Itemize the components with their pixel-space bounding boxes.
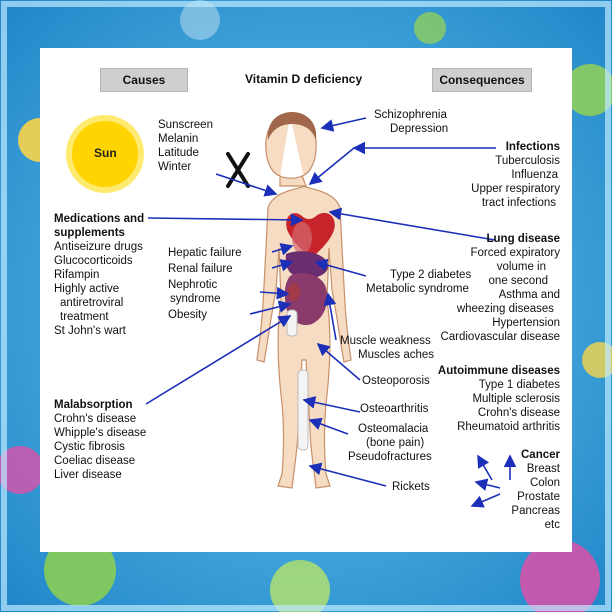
medications-title-line1: Medications and (54, 213, 145, 225)
lung-item: Forced expiratory (470, 247, 560, 259)
lung-item: Cardiovascular disease (440, 331, 560, 343)
consequence-muscle-weakness: Muscle weakness (340, 335, 431, 347)
sun-cause-latitude: Latitude (158, 147, 199, 159)
cancer-item: Colon (529, 477, 560, 489)
consequence-arrows (302, 117, 517, 508)
infection-item: tract infections (481, 197, 556, 209)
lungs (292, 222, 312, 254)
diagram-card: Causes Vitamin D deficiency Consequences (40, 48, 572, 552)
lung-item: volume in (496, 261, 546, 273)
infection-item: Influenza (511, 169, 558, 181)
consequence-osteoporosis: Osteoporosis (362, 375, 430, 387)
cancer-item: Prostate (517, 491, 560, 503)
medication-item: antiretroviral (60, 297, 124, 309)
consequence-muscle-aches: Muscles aches (358, 349, 435, 361)
leg-bone (297, 369, 309, 451)
cancer-item: Pancreas (511, 505, 560, 517)
kidney (288, 283, 300, 301)
hair (267, 112, 317, 140)
organ-cause-obesity: Obesity (168, 309, 207, 321)
lung-item: one second (488, 275, 548, 287)
consequence-type2-diabetes: Type 2 diabetes (390, 269, 472, 281)
sun-label: Sun (94, 146, 117, 160)
lung-item: Hypertension (492, 317, 560, 329)
causes-header: Causes (100, 68, 188, 92)
consequence-osteomalacia: Osteomalacia (358, 423, 429, 435)
infection-item: Upper respiratory (471, 183, 560, 195)
organ-cause-syndrome: syndrome (170, 293, 221, 305)
cancer-title: Cancer (521, 449, 560, 461)
consequence-rickets: Rickets (392, 481, 430, 493)
organ-cause-hepatic: Hepatic failure (168, 247, 242, 259)
sun-cause-melanin: Melanin (158, 133, 199, 145)
infection-item: Tuberculosis (495, 155, 560, 167)
organ-cause-renal: Renal failure (168, 263, 233, 275)
organ-cause-nephrotic: Nephrotic (168, 279, 218, 291)
autoimmune-item: Crohn's disease (477, 407, 560, 419)
autoimmune-title: Autoimmune diseases (437, 365, 560, 377)
malabsorption-item: Liver disease (54, 469, 122, 481)
lung-item: Asthma and (498, 289, 560, 301)
medication-item: Glucocorticoids (54, 255, 133, 267)
sun-icon (66, 115, 144, 193)
x-mark-icon (226, 152, 250, 188)
cancer-item: etc (544, 519, 560, 531)
autoimmune-item: Rheumatoid arthritis (457, 421, 560, 433)
consequence-pseudofractures: Pseudofractures (348, 451, 432, 463)
consequence-schizophrenia: Schizophrenia (374, 109, 447, 121)
malabsorption-item: Coeliac disease (54, 455, 136, 467)
autoimmune-item: Multiple sclerosis (472, 393, 560, 405)
autoimmune-item: Type 1 diabetes (478, 379, 560, 391)
infections-title: Infections (505, 141, 560, 153)
consequence-osteoarthritis: Osteoarthritis (360, 403, 429, 415)
consequence-depression: Depression (390, 123, 449, 135)
malabsorption-title: Malabsorption (54, 399, 133, 411)
cause-arrows (145, 173, 304, 405)
liver (285, 251, 329, 279)
sun-cause-sunscreen: Sunscreen (158, 119, 213, 131)
medication-item: treatment (60, 311, 109, 323)
malabsorption-item: Crohn's disease (54, 413, 137, 425)
lung-disease-title: Lung disease (486, 233, 561, 245)
consequences-header: Consequences (432, 68, 532, 92)
medication-item: Rifampin (54, 269, 100, 281)
lung-item: wheezing diseases (456, 303, 554, 315)
medication-item: Highly active (54, 283, 120, 295)
medication-item: St John's wart (54, 325, 126, 337)
diagram-title: Vitamin D deficiency (245, 72, 363, 86)
sun-cause-winter: Winter (158, 161, 192, 173)
malabsorption-item: Cystic fibrosis (54, 441, 125, 453)
medications-title-line2: supplements (54, 227, 125, 239)
consequence-metabolic-syndrome: Metabolic syndrome (366, 283, 469, 295)
pelvis-bone (286, 309, 298, 337)
body-diagram (66, 112, 517, 508)
medication-item: Antiseizure drugs (54, 241, 143, 253)
cancer-item: Breast (526, 463, 560, 475)
consequence-bone-pain: (bone pain) (366, 437, 425, 449)
malabsorption-item: Whipple's disease (54, 427, 147, 439)
